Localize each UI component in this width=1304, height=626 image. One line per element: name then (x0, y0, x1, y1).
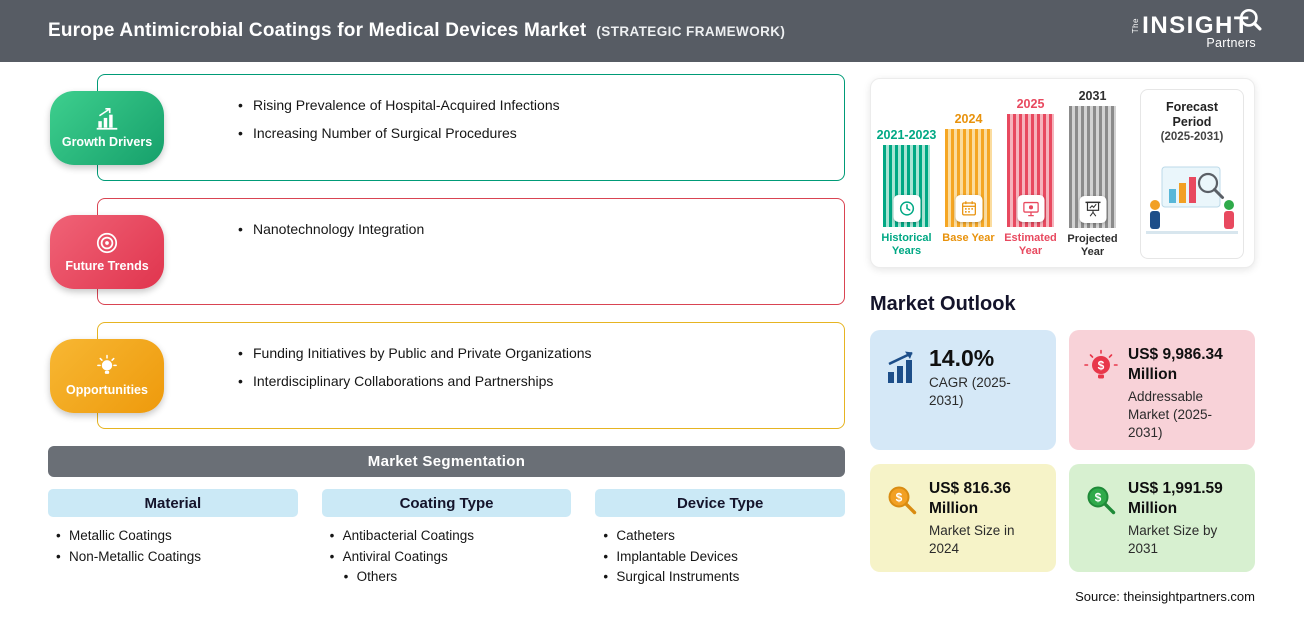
future-trends-pill: Future Trends (50, 214, 164, 289)
framework-column: Rising Prevalence of Hospital-Acquired I… (48, 74, 846, 588)
estimated-year-bar (1007, 114, 1054, 227)
addressable-market-card: $ US$ 9,986.34 Million Addressable Marke… (1069, 330, 1255, 450)
growth-drivers-pill: Growth Drivers (50, 90, 164, 165)
segmentation-columns: Material Metallic Coatings Non-Metallic … (48, 489, 846, 588)
historical-label: Historical Years (881, 232, 932, 257)
growth-driver-item: Increasing Number of Surgical Procedures (238, 125, 826, 141)
monitor-analysis-icon (1017, 195, 1044, 222)
cagr-value: 14.0% (929, 345, 995, 371)
material-item: Non-Metallic Coatings (56, 547, 298, 568)
calendar-icon (955, 195, 982, 222)
svg-text:$: $ (1098, 359, 1105, 373)
market-size-2024-value: US$ 816.36 Million (929, 480, 1011, 517)
segmentation-column-coating-type: Coating Type Antibacterial Coatings Anti… (321, 489, 572, 588)
market-size-2024-label: Market Size in 2024 (929, 523, 1015, 556)
forecast-period-box: Forecast Period (2025-2031) (1140, 89, 1244, 259)
market-segmentation-title: Market Segmentation (367, 453, 526, 470)
opportunities-box: Funding Initiatives by Public and Privat… (97, 322, 845, 429)
coating-type-item: Antibacterial Coatings (330, 526, 572, 547)
dollar-magnifier-orange-icon: $ (884, 483, 920, 519)
future-trends-label: Future Trends (65, 259, 149, 273)
timeline-projected: 2031 Projected Year (1067, 89, 1117, 259)
projected-year-bar (1069, 106, 1116, 228)
future-trends-box: Nanotechnology Integration (97, 198, 845, 305)
logo-partners-text: Partners (1206, 36, 1256, 50)
cagr-card: 14.0% CAGR (2025-2031) (870, 330, 1056, 450)
future-trend-item: Nanotechnology Integration (238, 221, 826, 237)
header-bar: Europe Antimicrobial Coatings for Medica… (0, 0, 1304, 62)
forecast-period-title: Forecast Period (1165, 100, 1219, 129)
svg-text:$: $ (896, 491, 903, 505)
growth-driver-item: Rising Prevalence of Hospital-Acquired I… (238, 97, 826, 113)
outlook-cards: 14.0% CAGR (2025-2031) $ US$ 9,986.34 Mi… (870, 330, 1255, 572)
market-size-2031-value: US$ 1,991.59 Million (1128, 480, 1223, 517)
historical-bar (883, 145, 930, 227)
timeline-bars: 2021-2023 Historical Years 2024 Base Yea… (877, 89, 1130, 259)
device-type-item: Surgical Instruments (603, 567, 845, 588)
historical-year-range: 2021-2023 (876, 128, 937, 142)
estimated-year: 2025 (1016, 97, 1045, 111)
growth-drivers-label: Growth Drivers (61, 135, 153, 149)
market-size-2031-label: Market Size by 2031 (1128, 523, 1218, 556)
device-type-header: Device Type (595, 489, 846, 517)
device-type-item: Catheters (603, 526, 845, 547)
bar-chart-growth-icon (94, 106, 120, 132)
opportunities-pill: Opportunities (50, 338, 164, 413)
target-icon (94, 230, 120, 256)
history-clock-icon (893, 195, 920, 222)
projected-year-label: Projected Year (1067, 233, 1118, 258)
lightbulb-icon (94, 354, 120, 380)
logo-the-text: The (1131, 18, 1141, 34)
growth-chart-icon (884, 349, 920, 385)
logo-insight-text: INSIGHT (1142, 12, 1250, 39)
page-title: Europe Antimicrobial Coatings for Medica… (48, 20, 587, 41)
magnifier-icon (1238, 7, 1264, 33)
projection-screen-icon (1079, 196, 1106, 223)
forecast-illustration (1146, 153, 1238, 243)
insight-partners-logo: The INSIGHT Partners (1131, 8, 1262, 50)
base-year-bar (945, 129, 992, 227)
estimated-year-label: Estimated Year (1004, 232, 1057, 257)
opportunity-item: Interdisciplinary Collaborations and Par… (238, 373, 826, 389)
opportunities-label: Opportunities (66, 383, 148, 397)
market-outlook-column: 2021-2023 Historical Years 2024 Base Yea… (870, 78, 1255, 604)
addressable-market-value: US$ 9,986.34 Million (1128, 346, 1223, 383)
page-subtitle: (STRATEGIC FRAMEWORK) (596, 24, 786, 39)
timeline-historical: 2021-2023 Historical Years (877, 89, 937, 259)
projected-year: 2031 (1078, 89, 1107, 103)
growth-drivers-box: Rising Prevalence of Hospital-Acquired I… (97, 74, 845, 181)
timeline-estimated: 2025 Estimated Year (1004, 89, 1057, 259)
coating-type-item: Antiviral Coatings (330, 547, 572, 568)
coating-type-header: Coating Type (321, 489, 572, 517)
market-segmentation-header: Market Segmentation (48, 446, 845, 477)
base-year: 2024 (954, 112, 983, 126)
device-type-item: Implantable Devices (603, 547, 845, 568)
timeline-base: 2024 Base Year (942, 89, 994, 259)
growth-drivers-section: Rising Prevalence of Hospital-Acquired I… (48, 74, 845, 181)
dollar-bulb-icon: $ (1083, 349, 1119, 385)
material-item: Metallic Coatings (56, 526, 298, 547)
forecast-period-range: (2025-2031) (1160, 131, 1224, 143)
segmentation-column-material: Material Metallic Coatings Non-Metallic … (48, 489, 298, 588)
opportunity-item: Funding Initiatives by Public and Privat… (238, 345, 826, 361)
opportunities-section: Funding Initiatives by Public and Privat… (48, 322, 845, 429)
coating-type-item: Others (344, 567, 572, 588)
material-header: Material (48, 489, 298, 517)
base-year-label: Base Year (942, 232, 995, 244)
cagr-label: CAGR (2025-2031) (929, 375, 1011, 408)
segmentation-column-device-type: Device Type Catheters Implantable Device… (595, 489, 846, 588)
addressable-market-label: Addressable Market (2025-2031) (1128, 389, 1213, 440)
market-size-2024-card: $ US$ 816.36 Million Market Size in 2024 (870, 464, 1056, 572)
dollar-magnifier-green-icon: $ (1083, 483, 1119, 519)
future-trends-section: Nanotechnology Integration Future Trends (48, 198, 845, 305)
market-outlook-title: Market Outlook (870, 293, 1016, 315)
svg-text:$: $ (1095, 491, 1102, 505)
market-size-2031-card: $ US$ 1,991.59 Million Market Size by 20… (1069, 464, 1255, 572)
timeline-panel: 2021-2023 Historical Years 2024 Base Yea… (870, 78, 1255, 268)
source-attribution: Source: theinsightpartners.com (1075, 589, 1255, 604)
